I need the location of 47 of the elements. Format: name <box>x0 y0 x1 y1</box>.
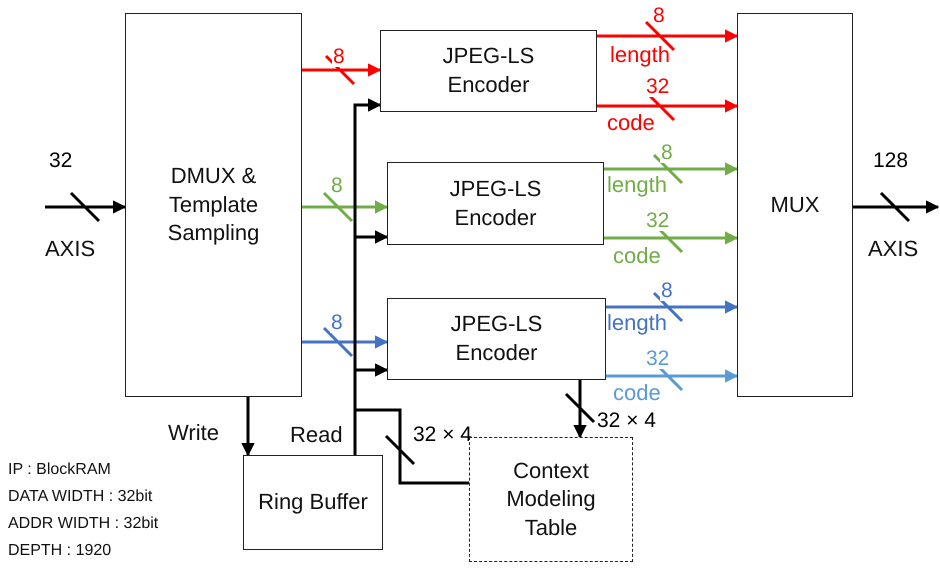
note-text: DEPTH : 1920 <box>8 543 112 559</box>
node-label: JPEG-LS Encoder <box>450 310 544 367</box>
signal-name: Read <box>290 424 343 446</box>
edge-label: 8 <box>332 46 346 67</box>
signal-name: code <box>607 112 655 134</box>
note-text: DATA WIDTH : 32bit <box>8 489 152 505</box>
arrow <box>302 200 388 214</box>
arrow <box>597 99 738 113</box>
signal-name: code <box>613 382 661 404</box>
memory-box <box>243 455 383 550</box>
encoder-box <box>387 162 604 245</box>
node-label: DMUX & Template Sampling <box>166 162 260 248</box>
node-label: JPEG-LS Encoder <box>448 174 542 232</box>
arrow <box>597 29 738 43</box>
note-text: ADDR WIDTH : 32bit <box>8 516 158 532</box>
arrow <box>573 380 587 438</box>
process-box <box>737 13 853 397</box>
node-label: Ring Buffer <box>258 488 368 516</box>
note-text: IP : BlockRAM <box>8 462 111 478</box>
edge-label: 8 <box>660 142 674 163</box>
encoder-box <box>380 30 597 112</box>
edge-label: 32 <box>645 76 670 97</box>
node-label: JPEG-LS Encoder <box>442 42 536 99</box>
encoder-box <box>387 298 606 380</box>
node-label: Context Modeling Table <box>505 456 597 542</box>
edge-label: 8 <box>660 280 674 301</box>
signal-name: Write <box>168 422 219 444</box>
signal-name: code <box>613 245 661 267</box>
signal-name: AXIS <box>868 238 918 260</box>
arrow <box>302 335 388 349</box>
signal-name: AXIS <box>45 238 96 260</box>
edge-label: 32 <box>645 348 670 369</box>
node-label: MUX <box>770 190 820 219</box>
arrow <box>302 63 382 77</box>
arrow <box>604 231 738 245</box>
signal-name: length <box>607 312 667 334</box>
edge-label: 32 <box>645 210 670 231</box>
arrow <box>604 162 738 176</box>
arrow <box>606 300 738 314</box>
arrow <box>853 200 940 214</box>
edge-label: 8 <box>330 312 344 333</box>
signal-name: length <box>610 44 670 66</box>
arrow <box>606 369 738 383</box>
signal-name: length <box>607 174 667 196</box>
process-box <box>125 13 302 397</box>
arrow <box>241 397 255 456</box>
arrow <box>45 200 126 214</box>
